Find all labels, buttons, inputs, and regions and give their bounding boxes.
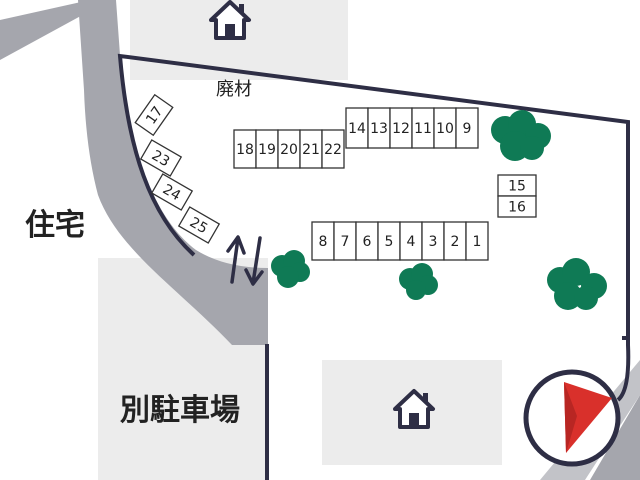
parking-slot-7: 7	[333, 221, 357, 261]
parking-slot-17: 17	[134, 93, 174, 137]
parking-slot-5: 5	[377, 221, 401, 261]
parking-slot-12: 12	[389, 107, 413, 149]
parking-slot-number: 13	[370, 121, 388, 137]
parking-slot-number: 18	[236, 142, 254, 158]
parking-slot-box	[497, 195, 537, 218]
house-icon	[393, 389, 435, 429]
parking-slot-number: 14	[348, 121, 366, 137]
parking-slot-number: 9	[463, 121, 472, 137]
tree-icon	[491, 110, 551, 161]
parking-slot-1: 1	[465, 221, 489, 261]
parking-slot-number: 11	[414, 121, 432, 137]
parking-slot-number: 3	[429, 234, 438, 250]
parking-slot-box	[139, 139, 183, 177]
parking-slot-box	[321, 129, 345, 169]
parking-slot-18: 18	[233, 129, 257, 169]
parking-slot-box	[455, 107, 479, 149]
parking-slot-number: 23	[149, 147, 172, 170]
parking-slot-3: 3	[421, 221, 445, 261]
parking-slot-number: 8	[319, 234, 328, 250]
parking-slot-9: 9	[455, 107, 479, 149]
parking-slot-6: 6	[355, 221, 379, 261]
parking-slot-box	[177, 206, 221, 244]
parking-slot-number: 16	[508, 200, 526, 216]
parking-slot-19: 19	[255, 129, 279, 169]
parking-slot-2: 2	[443, 221, 467, 261]
parking-slot-13: 13	[367, 107, 391, 149]
parking-slot-number: 12	[392, 121, 410, 137]
house-icon	[209, 0, 251, 40]
lot-boundary-right-lower	[616, 338, 631, 402]
tree-icon	[271, 250, 310, 288]
lot-boundary	[117, 53, 630, 340]
parking-slot-number: 7	[341, 234, 350, 250]
parking-slot-20: 20	[277, 129, 301, 169]
parking-slot-23: 23	[139, 139, 183, 177]
parking-slot-14: 14	[345, 107, 369, 149]
parking-slot-10: 10	[433, 107, 457, 149]
parking-slot-number: 25	[187, 214, 210, 237]
parking-slot-15: 15	[497, 174, 537, 197]
road-curve	[78, 0, 268, 345]
parking-slot-16: 16	[497, 195, 537, 218]
compass-arrow-icon	[523, 369, 621, 467]
tree-icon	[547, 258, 607, 310]
parking-slot-21: 21	[299, 129, 323, 169]
tree-icon	[399, 263, 438, 300]
separate-parking-label: 別駐車場	[120, 393, 240, 428]
parking-slot-22: 22	[321, 129, 345, 169]
parking-slot-number: 19	[258, 142, 276, 158]
parking-slot-number: 22	[324, 142, 342, 158]
waste-label: 廃材	[216, 79, 252, 100]
parking-slot-box	[134, 93, 174, 137]
parking-slot-number: 20	[280, 142, 298, 158]
parking-slot-number: 10	[436, 121, 454, 137]
parking-slot-number: 6	[363, 234, 372, 250]
parking-slot-4: 4	[399, 221, 423, 261]
parking-slot-box	[150, 173, 194, 211]
entrance-arrows-icon	[226, 235, 264, 286]
parking-slot-box	[465, 221, 489, 261]
parking-slot-number: 5	[385, 234, 394, 250]
parking-slot-number: 4	[407, 234, 416, 250]
parking-slot-number: 15	[508, 179, 526, 195]
parking-slot-number: 1	[473, 234, 482, 250]
parking-slot-number: 21	[302, 142, 320, 158]
parking-slot-24: 24	[150, 173, 194, 211]
parking-slot-8: 8	[311, 221, 335, 261]
residence-label: 住宅	[25, 208, 85, 243]
parking-slot-11: 11	[411, 107, 435, 149]
parking-slot-number: 2	[451, 234, 460, 250]
parking-slot-25: 25	[177, 206, 221, 244]
parking-slot-number: 24	[160, 181, 184, 204]
